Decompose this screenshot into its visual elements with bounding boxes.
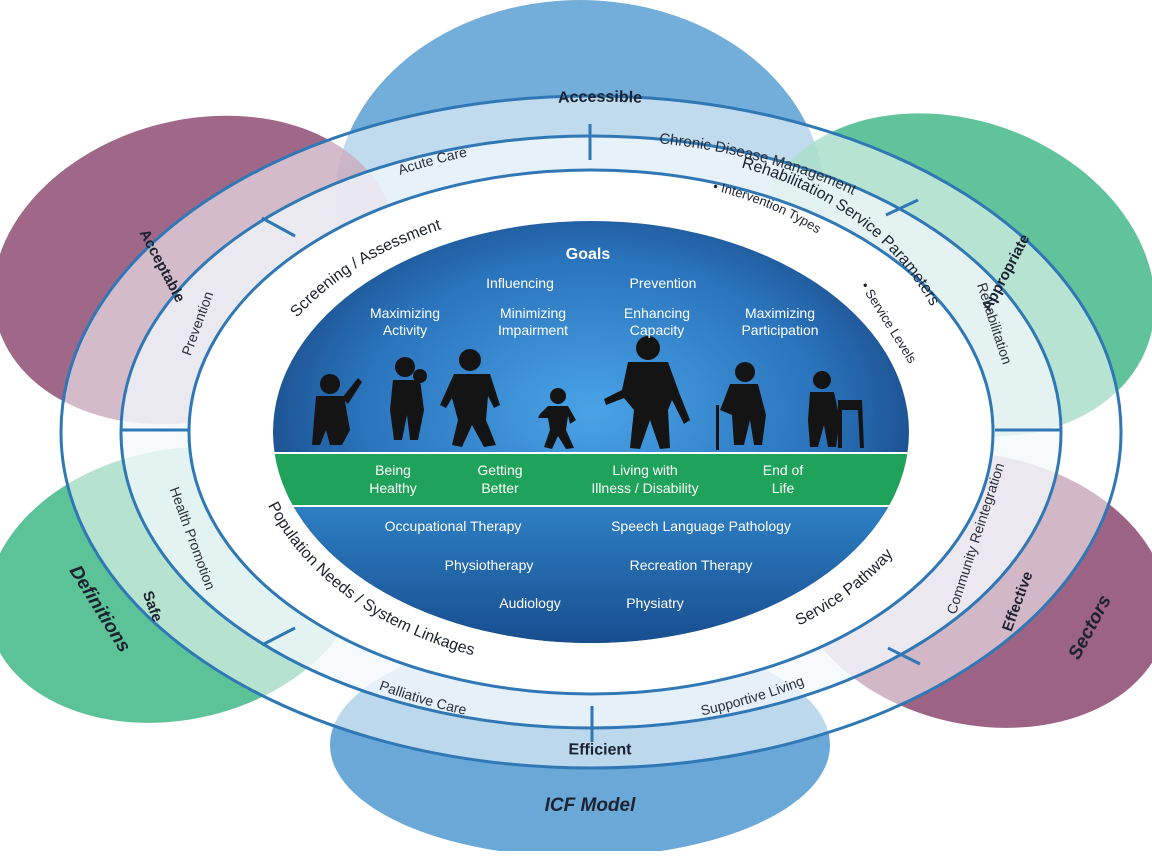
disciplines: Occupational Therapy Speech Language Pat…: [385, 518, 791, 611]
continuum-item: Being: [375, 462, 411, 478]
goal-item: Maximizing: [745, 305, 815, 321]
discipline-occupational-therapy: Occupational Therapy: [385, 518, 522, 534]
continuum-item: Getting: [477, 462, 522, 478]
continuum-band: [273, 453, 909, 506]
girl-silhouette: [538, 388, 576, 449]
child-silhouette: [312, 374, 362, 445]
goal-item: Activity: [383, 322, 427, 338]
goal-item: Capacity: [630, 322, 684, 338]
goal-item: Participation: [741, 322, 818, 338]
continuum-item: Better: [481, 480, 519, 496]
discipline-physiotherapy: Physiotherapy: [445, 557, 534, 573]
petal-label-bottom: ICF Model: [545, 795, 636, 816]
walking-man-silhouette: [604, 336, 690, 449]
continuum-item: Life: [772, 480, 795, 496]
goal-item: Enhancing: [624, 305, 690, 321]
continuum-item: End of: [763, 462, 804, 478]
man-silhouette: [440, 349, 500, 447]
goal-item: Impairment: [498, 322, 568, 338]
goal-influencing: Influencing: [486, 275, 554, 291]
discipline-physiatry: Physiatry: [626, 595, 684, 611]
continuum-item: Living with: [612, 462, 677, 478]
goal-prevention: Prevention: [630, 275, 697, 291]
quality-label-bottom: Efficient: [568, 741, 632, 758]
goal-item: Minimizing: [500, 305, 566, 321]
parent-with-baby-silhouette: [390, 357, 427, 440]
continuum-items: Being Healthy Getting Better Living with…: [369, 462, 803, 496]
discipline-speech-language-pathology: Speech Language Pathology: [611, 518, 791, 534]
continuum-item: Healthy: [369, 480, 416, 496]
goal-items: Maximizing Activity Minimizing Impairmen…: [370, 305, 819, 338]
people-silhouettes: [312, 336, 864, 450]
quality-label-top: Accessible: [558, 89, 643, 107]
goal-item: Maximizing: [370, 305, 440, 321]
elder-with-cane-silhouette: [716, 362, 766, 450]
elder-with-walker-silhouette: [808, 371, 864, 448]
continuum-item: Illness / Disability: [591, 480, 698, 496]
discipline-recreation-therapy: Recreation Therapy: [630, 557, 753, 573]
goals-heading: Goals: [566, 246, 611, 263]
discipline-audiology: Audiology: [499, 595, 561, 611]
service-dividers: [122, 124, 1062, 742]
